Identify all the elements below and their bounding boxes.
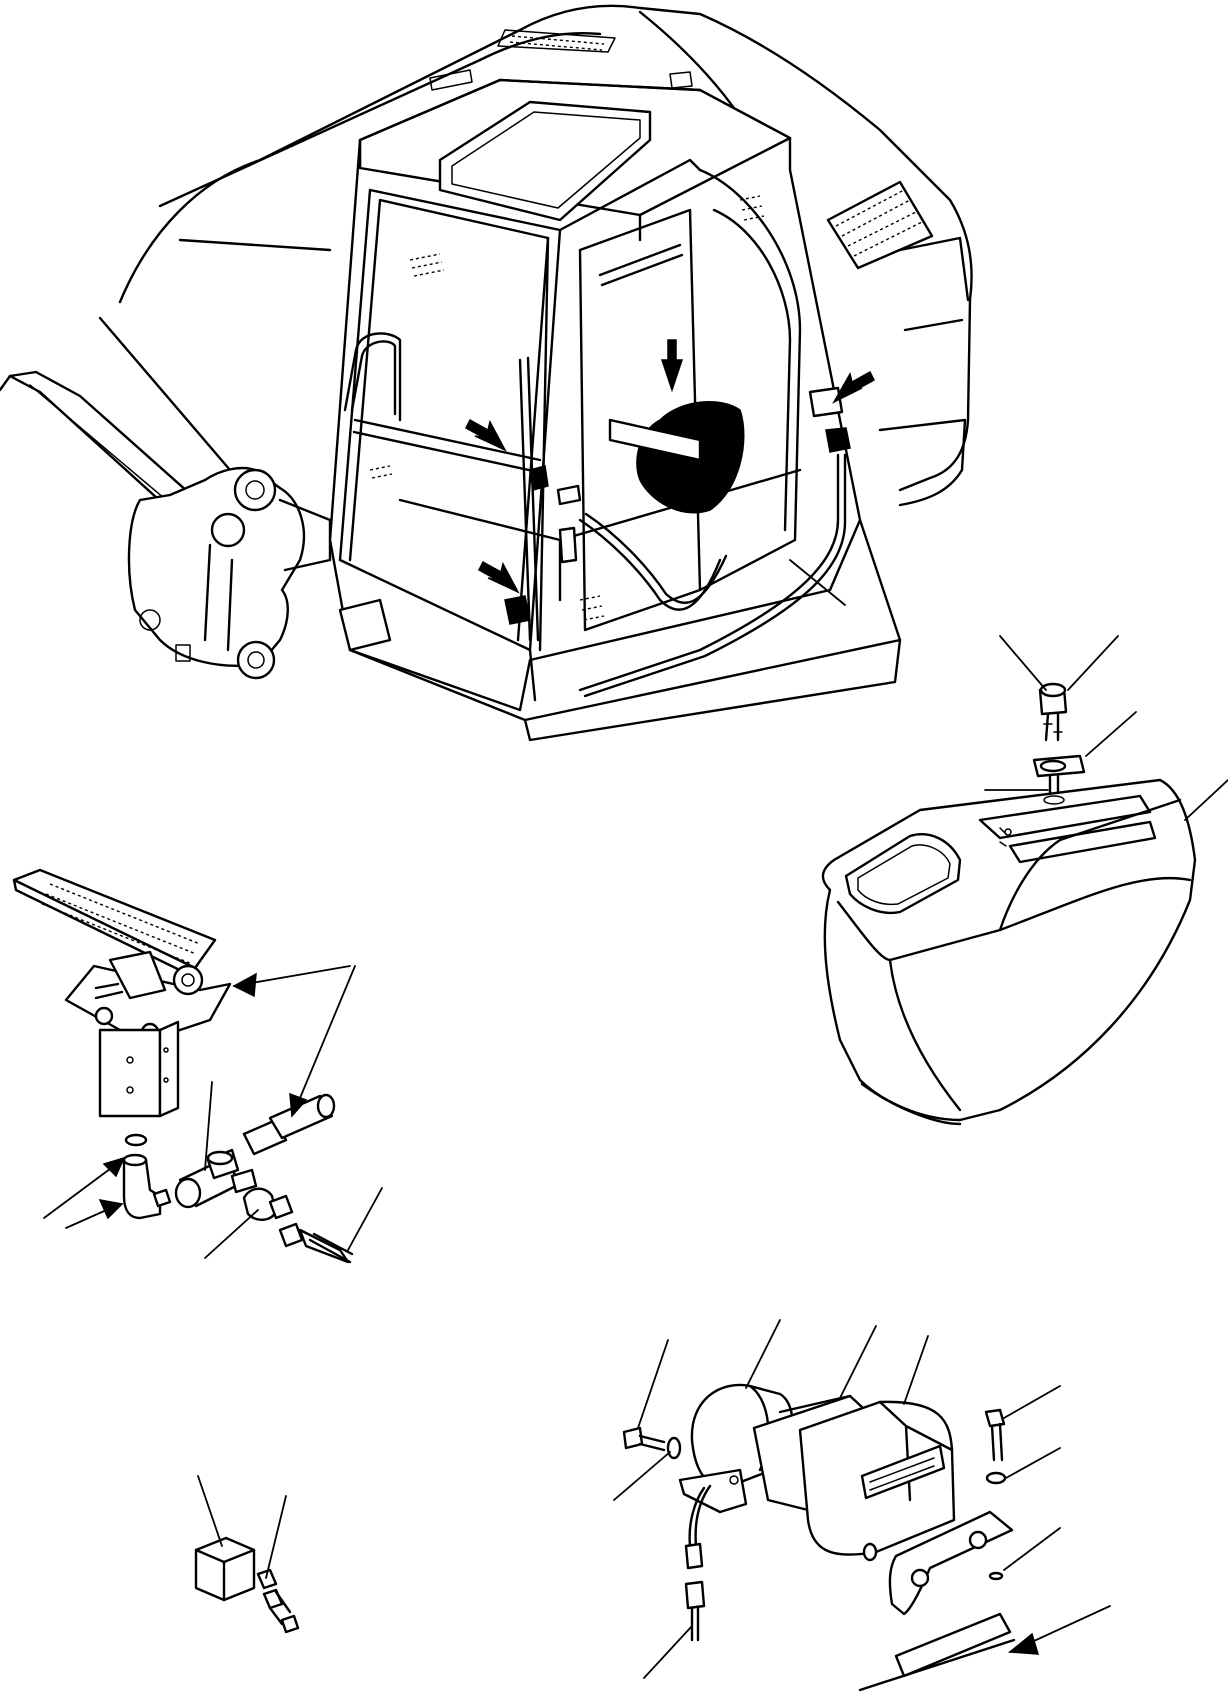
pointer-arrow — [102, 1156, 126, 1178]
pointer-arrow — [232, 972, 257, 998]
callout-leader — [1003, 1527, 1061, 1571]
callout-leader — [839, 1325, 877, 1399]
relay-view — [194, 1475, 300, 1634]
callout-leader — [1067, 635, 1119, 691]
callout-leader — [1005, 1447, 1061, 1479]
excavator-cab-view — [0, 4, 973, 742]
callout-leader — [745, 1319, 781, 1389]
callout-leader — [1003, 1385, 1061, 1419]
callout-leader — [1184, 779, 1228, 821]
pointer-arrow — [465, 418, 507, 452]
pointer-arrow — [832, 370, 875, 404]
pointer-arrow — [98, 1199, 124, 1220]
pointer-arrow — [289, 1092, 308, 1118]
callout-leader — [637, 1339, 669, 1429]
callout-leader — [1085, 711, 1137, 757]
callout-leader — [294, 965, 356, 1111]
pedal-assembly-view — [12, 868, 383, 1264]
callout-leader — [903, 1335, 929, 1405]
callout-leader — [204, 1209, 259, 1259]
callout-leader — [999, 635, 1047, 691]
callout-leader — [789, 559, 846, 606]
pointer-arrow — [660, 339, 684, 393]
pointer-arrow — [478, 560, 520, 594]
callout-leader — [643, 1625, 693, 1679]
horn-assembly-view — [613, 1319, 1111, 1692]
callout-leader — [347, 1187, 383, 1251]
pointer-arrow — [1008, 1632, 1040, 1655]
callout-leader — [197, 1475, 223, 1547]
callout-leader — [204, 1081, 213, 1171]
callout-leader — [613, 1451, 671, 1501]
callout-leader — [265, 1495, 287, 1579]
console-switch-view — [821, 635, 1228, 1126]
